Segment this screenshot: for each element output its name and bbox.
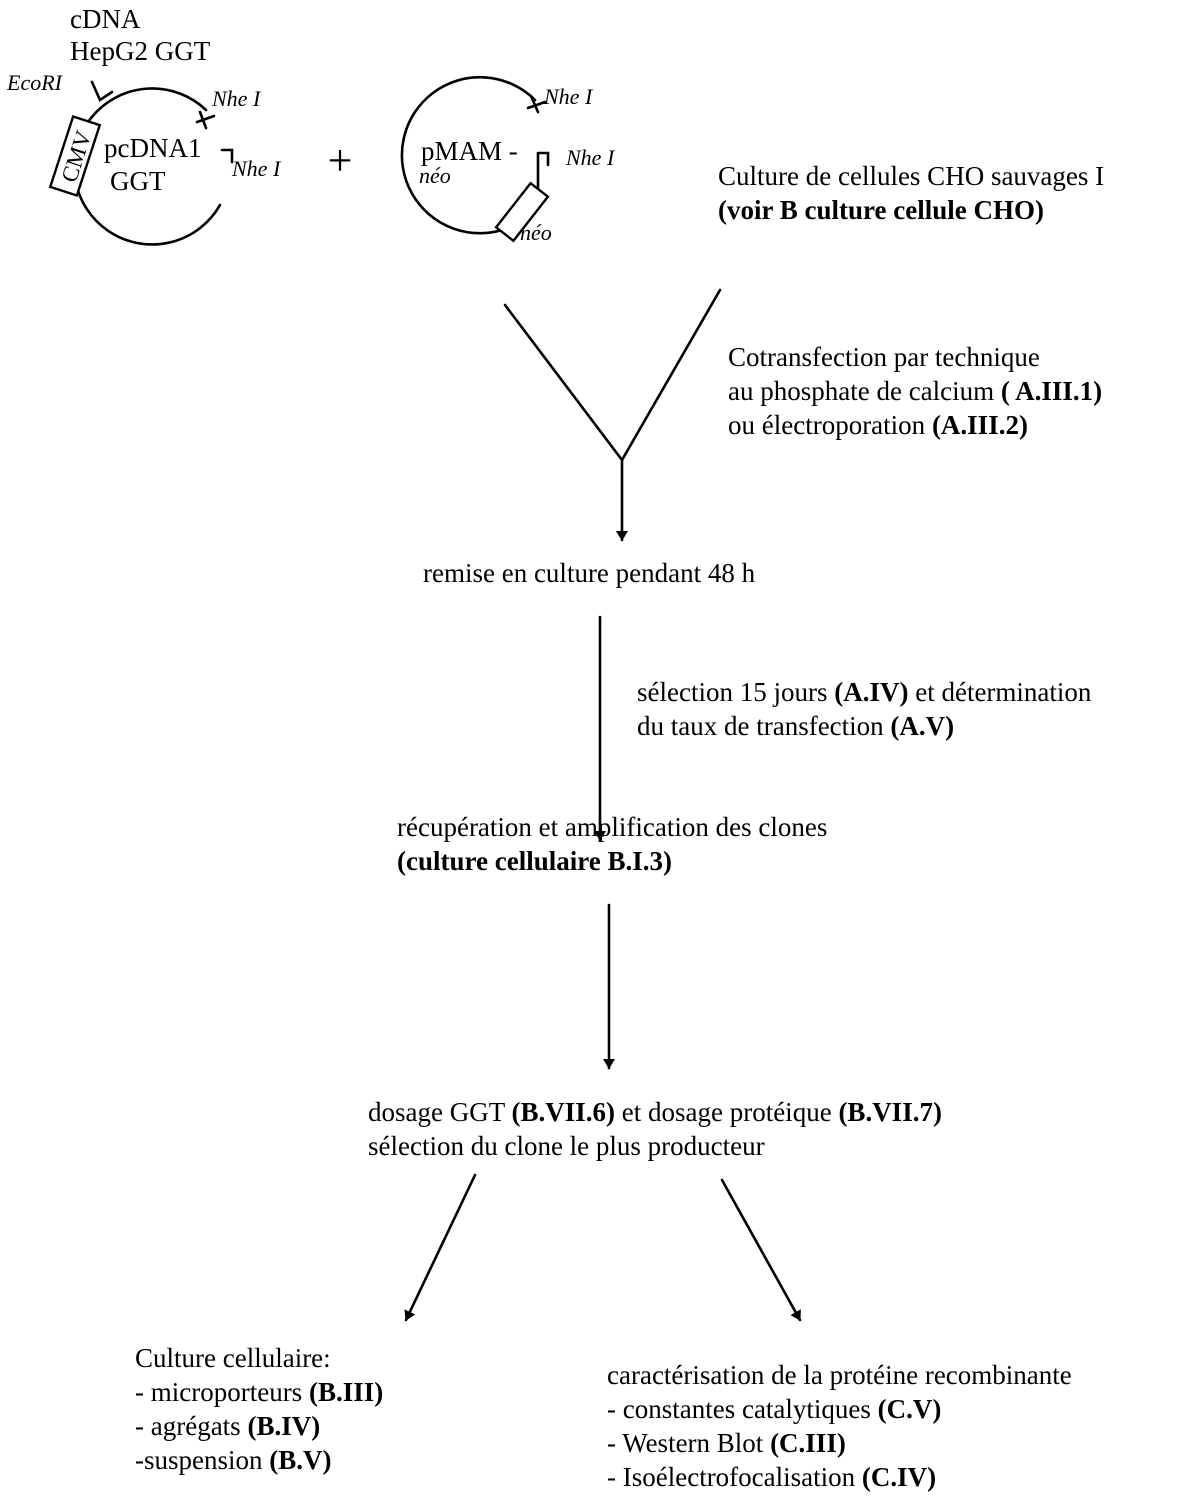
host-cells-text: Culture de cellules CHO sauvages I (voir… (718, 159, 1104, 227)
cell-culture-item-text: - microporteurs (135, 1377, 309, 1407)
neo-marker-box (494, 181, 550, 243)
nhe-site-top-label: Nhe I (211, 86, 262, 111)
cotransfection-line2-text: au phosphate de calcium (728, 376, 1001, 406)
insert-label-hepg2-ggt: HepG2 GGT (70, 36, 211, 66)
plasmid-pcdna1-ggt: cDNA HepG2 GGT EcoRI Nhe I Nhe I CMV pcD… (6, 4, 282, 246)
assay-line1-reference-a: (B.VII.6) (511, 1097, 615, 1127)
cell-culture-text: Culture cellulaire: - microporteurs (B.I… (135, 1341, 383, 1477)
assay-line2: sélection du clone le plus producteur (368, 1131, 765, 1161)
assay-line1-text-a: dosage GGT (368, 1097, 512, 1127)
characterization-item-reference: (C.IV) (861, 1462, 937, 1492)
characterization-item-reference: (C.V) (877, 1394, 942, 1424)
characterization-item: - Western Blot (C.III) (607, 1426, 1072, 1460)
nhe-site-bottom-mark (220, 148, 234, 164)
nhe-site-bottom-label: Nhe I (231, 156, 282, 181)
merge-lines (503, 288, 722, 463)
characterization-item-reference: (C.III) (770, 1428, 846, 1458)
assay-line1-text-b: et dosage protéique (615, 1097, 839, 1127)
pmam-name: pMAM - (421, 136, 518, 166)
pmam-plasmid-circle (400, 75, 537, 235)
selection-line2-text: du taux de transfection (637, 711, 891, 741)
cotransfection-line2: au phosphate de calcium ( A.III.1) (728, 374, 1102, 408)
cell-culture-item-reference: (B.V) (269, 1445, 332, 1475)
selection-line1-text-b: et détermination (908, 677, 1092, 707)
selection-line1-reference: (A.IV) (834, 677, 909, 707)
selection-line2-reference: (A.V) (890, 711, 955, 741)
pmam-nhe-site-top-mark (526, 94, 547, 114)
arrow-to-cell-culture (404, 1173, 477, 1322)
assay-line1-reference-b: (B.VII.7) (838, 1097, 942, 1127)
neo-marker-label: néo (520, 220, 552, 245)
ecori-site-label: EcoRI (6, 70, 64, 95)
cotransfection-line3-reference: (A.III.2) (931, 410, 1028, 440)
recovery-step-text: remise en culture pendant 48 h (423, 556, 755, 590)
cotransfection-line2-reference: ( A.III.1) (1000, 376, 1103, 406)
cotransfection-line1: Cotransfection par technique (728, 342, 1040, 372)
cell-culture-item-text: - agrégats (135, 1411, 248, 1441)
ecori-site-mark (90, 80, 114, 102)
cotransfection-text: Cotransfection par technique au phosphat… (728, 340, 1102, 442)
arrow-to-characterization (720, 1178, 802, 1322)
insert-label-cdna: cDNA (70, 4, 141, 34)
nhe-site-top-mark (195, 110, 216, 130)
pmam-nhe-site-top-label: Nhe I (543, 84, 594, 109)
cell-culture-item-text: -suspension (135, 1445, 270, 1475)
recovery-step-line: remise en culture pendant 48 h (423, 558, 756, 588)
pcdna1-name: pcDNA1 (104, 133, 201, 163)
host-cells-reference: (voir B culture cellule CHO) (718, 195, 1044, 225)
plasmid-pmam-neo: Nhe I Nhe I pMAM - néo néo (400, 75, 616, 245)
characterization-item-text: - constantes catalytiques (607, 1394, 878, 1424)
clones-reference: (culture cellulaire B.I.3) (397, 846, 672, 876)
selection-line1-text-a: sélection 15 jours (637, 677, 835, 707)
cell-culture-item: -suspension (B.V) (135, 1443, 383, 1477)
clones-text: récupération et amplification des clones… (397, 810, 827, 878)
assay-line1: dosage GGT (B.VII.6) et dosage protéique… (368, 1095, 942, 1129)
cell-culture-title: Culture cellulaire: (135, 1343, 331, 1373)
cell-culture-item: - agrégats (B.IV) (135, 1409, 383, 1443)
cell-culture-item: - microporteurs (B.III) (135, 1375, 383, 1409)
pmam-neo-name: néo (419, 163, 451, 188)
selection-line2: du taux de transfection (A.V) (637, 709, 1091, 743)
pmam-nhe-site-middle-label: Nhe I (565, 145, 616, 170)
characterization-item-text: - Isoélectrofocalisation (607, 1462, 862, 1492)
pcdna1-ggt-name: GGT (110, 166, 166, 196)
selection-text: sélection 15 jours (A.IV) et déterminati… (637, 675, 1091, 743)
cell-culture-item-reference: (B.IV) (247, 1411, 321, 1441)
characterization-item: - constantes catalytiques (C.V) (607, 1392, 1072, 1426)
plus-sign: + (328, 136, 353, 185)
characterization-title: caractérisation de la protéine recombina… (607, 1360, 1072, 1390)
cell-culture-item-reference: (B.III) (308, 1377, 384, 1407)
assay-text: dosage GGT (B.VII.6) et dosage protéique… (368, 1095, 942, 1163)
cmv-promoter-box: CMV (48, 114, 102, 198)
clones-line1: récupération et amplification des clones (397, 812, 828, 842)
selection-line1: sélection 15 jours (A.IV) et déterminati… (637, 675, 1091, 709)
host-cells-line1: Culture de cellules CHO sauvages I (718, 161, 1105, 191)
characterization-item: - Isoélectrofocalisation (C.IV) (607, 1460, 1072, 1494)
characterization-item-text: - Western Blot (607, 1428, 771, 1458)
cotransfection-line3-text: ou électroporation (728, 410, 932, 440)
characterization-text: caractérisation de la protéine recombina… (607, 1358, 1072, 1494)
cotransfection-line3: ou électroporation (A.III.2) (728, 408, 1102, 442)
